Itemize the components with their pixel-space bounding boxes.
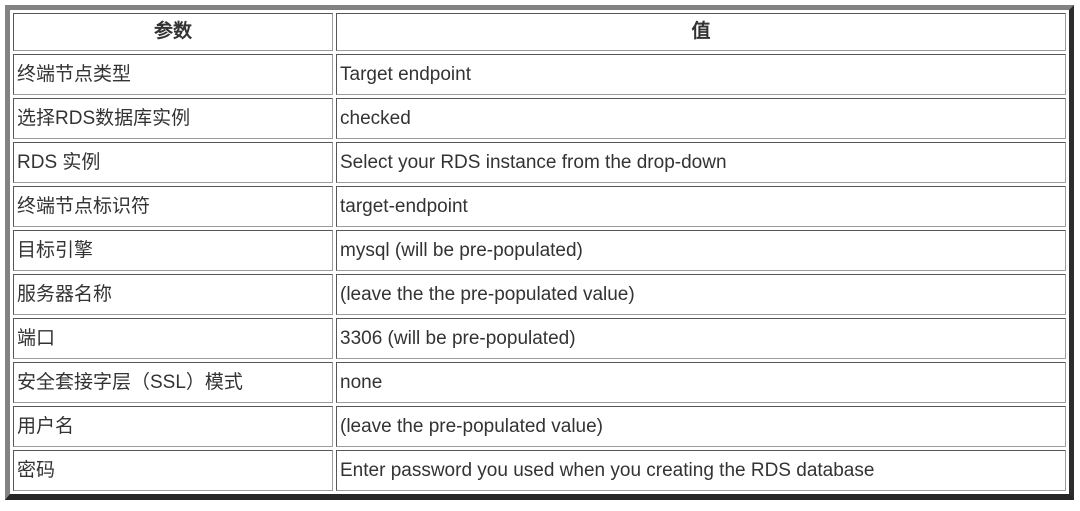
parameters-table: 参数 值 终端节点类型 Target endpoint 选择RDS数据库实例 c… [5, 5, 1074, 500]
table-row: RDS 实例 Select your RDS instance from the… [13, 142, 1066, 183]
table-row: 端口 3306 (will be pre-populated) [13, 318, 1066, 359]
table-header-row: 参数 值 [13, 13, 1066, 51]
param-cell: 安全套接字层（SSL）模式 [13, 362, 333, 403]
value-cell: Select your RDS instance from the drop-d… [336, 142, 1066, 183]
column-header-param: 参数 [13, 13, 333, 51]
value-cell: checked [336, 98, 1066, 139]
table-row: 目标引擎 mysql (will be pre-populated) [13, 230, 1066, 271]
value-cell: none [336, 362, 1066, 403]
param-cell: 选择RDS数据库实例 [13, 98, 333, 139]
param-cell: 终端节点标识符 [13, 186, 333, 227]
table-row: 终端节点类型 Target endpoint [13, 54, 1066, 95]
param-cell: 用户名 [13, 406, 333, 447]
param-cell: 密码 [13, 450, 333, 491]
value-cell: (leave the pre-populated value) [336, 406, 1066, 447]
value-cell: mysql (will be pre-populated) [336, 230, 1066, 271]
param-cell: 服务器名称 [13, 274, 333, 315]
table-row: 选择RDS数据库实例 checked [13, 98, 1066, 139]
param-cell: 端口 [13, 318, 333, 359]
param-cell: RDS 实例 [13, 142, 333, 183]
value-cell: Enter password you used when you creatin… [336, 450, 1066, 491]
value-cell: 3306 (will be pre-populated) [336, 318, 1066, 359]
table-row: 安全套接字层（SSL）模式 none [13, 362, 1066, 403]
table-row: 服务器名称 (leave the the pre-populated value… [13, 274, 1066, 315]
table-row: 用户名 (leave the pre-populated value) [13, 406, 1066, 447]
value-cell: target-endpoint [336, 186, 1066, 227]
param-cell: 目标引擎 [13, 230, 333, 271]
value-cell: (leave the the pre-populated value) [336, 274, 1066, 315]
value-cell: Target endpoint [336, 54, 1066, 95]
table-row: 密码 Enter password you used when you crea… [13, 450, 1066, 491]
param-cell: 终端节点类型 [13, 54, 333, 95]
column-header-value: 值 [336, 13, 1066, 51]
table-row: 终端节点标识符 target-endpoint [13, 186, 1066, 227]
